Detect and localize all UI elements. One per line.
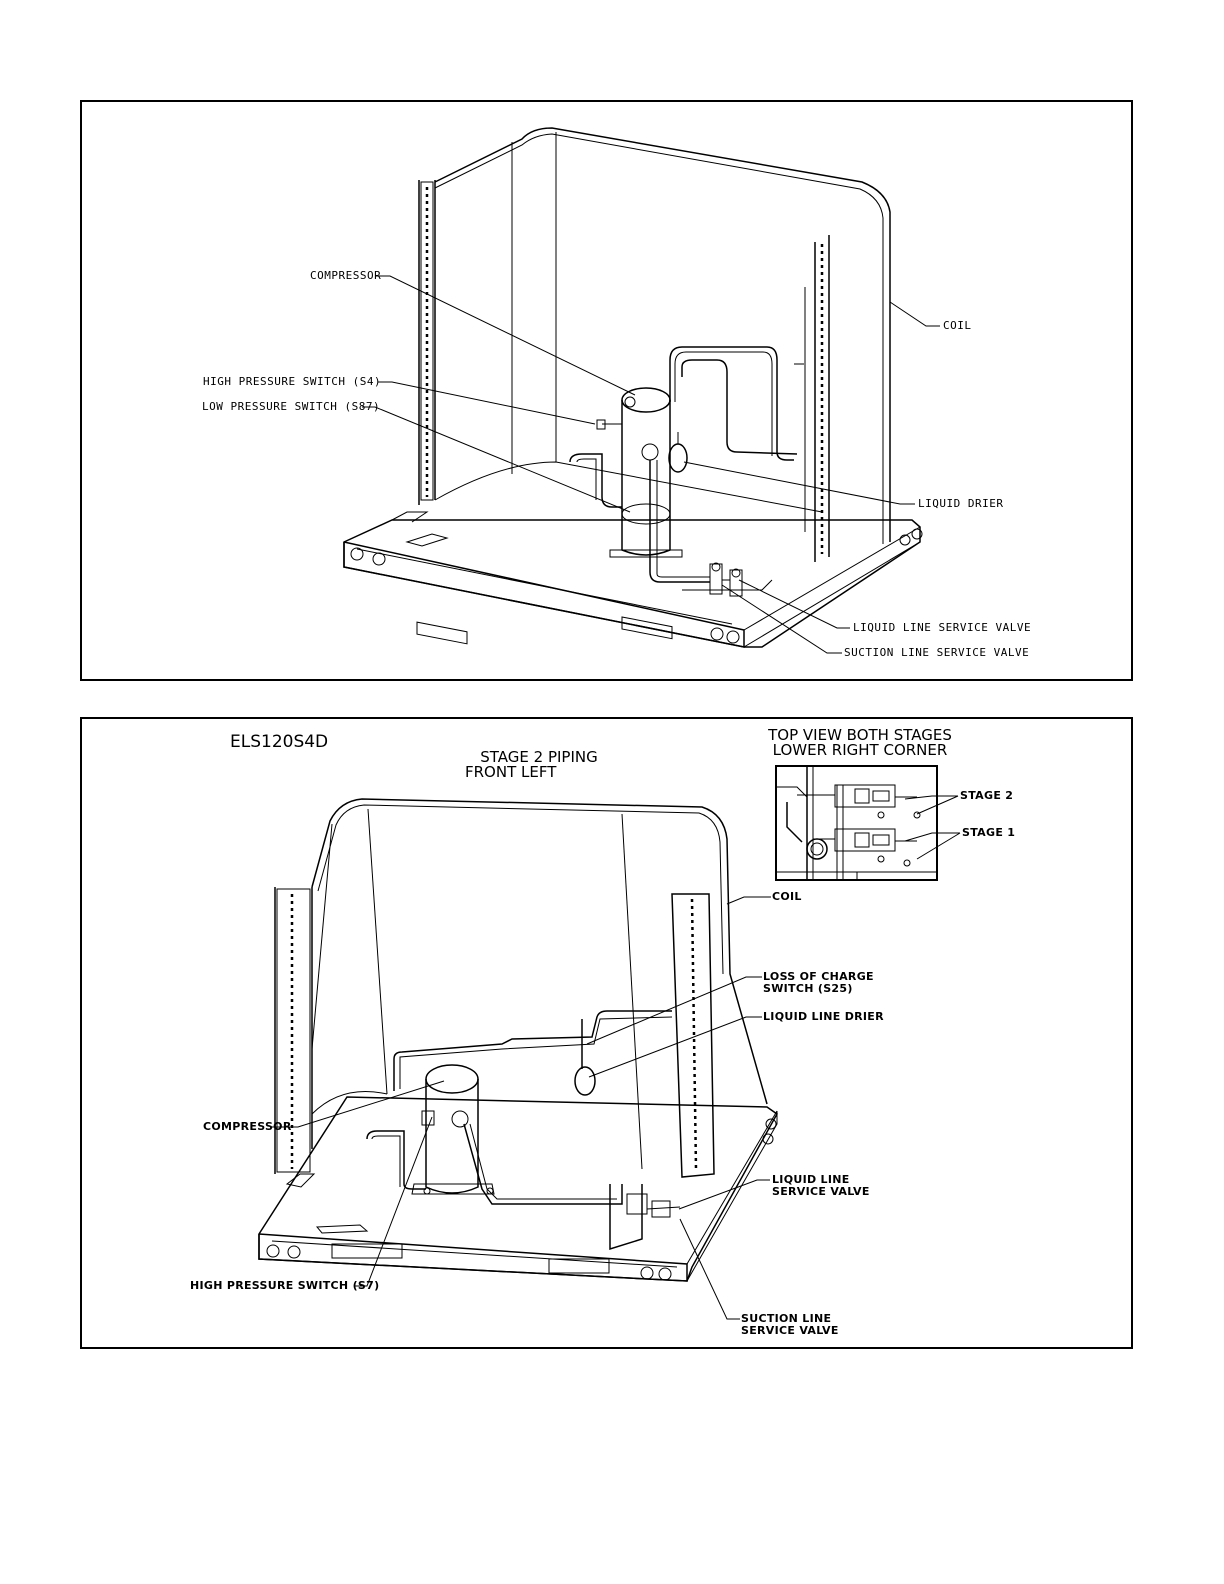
bottom-piping <box>366 1010 681 1251</box>
top-compressor <box>609 387 683 558</box>
high-pressure-switch-label: HIGH PRESSURE SWITCH (S4) <box>203 375 382 388</box>
liquid-line-drier-label: LIQUID LINE DRIER <box>763 1010 884 1023</box>
bottom-coil-label: COIL <box>772 890 802 903</box>
inset-stage-2-label: STAGE 2 <box>960 789 1014 802</box>
bottom-high-pressure-switch-label: HIGH PRESSURE SWITCH (S7) <box>190 1279 380 1292</box>
model-title: ELS120S4D <box>230 732 329 752</box>
loss-of-charge-label-line1: LOSS OF CHARGE <box>763 970 874 983</box>
suction-line-service-valve-label: SUCTION LINE SERVICE VALVE <box>844 646 1030 659</box>
top-base-pan <box>343 511 923 648</box>
inset-title-line2: LOWER RIGHT CORNER <box>772 741 948 759</box>
top-unit-drawing <box>343 127 940 654</box>
compressor-label: COMPRESSOR <box>310 269 382 282</box>
bottom-coil <box>274 798 768 1178</box>
suction-line-service-valve-label-line1: SUCTION LINE <box>741 1312 832 1325</box>
coil-label: COIL <box>943 319 972 332</box>
bottom-base-pan <box>258 1096 778 1282</box>
suction-line-service-valve-label-line2: SERVICE VALVE <box>741 1324 839 1337</box>
inset-title-line1: TOP VIEW BOTH STAGES <box>768 726 952 744</box>
liquid-line-service-valve-label: LIQUID LINE SERVICE VALVE <box>853 621 1032 634</box>
piping-title-line1: STAGE 2 PIPING <box>480 748 598 766</box>
piping-title-line2: FRONT LEFT <box>465 763 557 781</box>
bottom-compressor-label: COMPRESSOR <box>203 1120 292 1133</box>
top-coil <box>418 127 891 562</box>
low-pressure-switch-label: LOW PRESSURE SWITCH (S87) <box>202 400 381 413</box>
liquid-line-service-valve-label-line2: SERVICE VALVE <box>772 1185 870 1198</box>
bottom-unit-drawing <box>258 798 778 1320</box>
inset-stage-1-label: STAGE 1 <box>962 826 1016 839</box>
top-service-valves <box>682 562 773 597</box>
loss-of-charge-label-line2: SWITCH (S25) <box>763 982 853 995</box>
bottom-compressor <box>411 1064 495 1195</box>
inset-leader-lines <box>904 795 961 860</box>
bottom-leader-lines <box>270 896 771 1320</box>
inset-top-view-drawing <box>777 767 936 879</box>
liquid-line-service-valve-label-line1: LIQUID LINE <box>772 1173 850 1186</box>
top-diagram-panel: COMPRESSOR HIGH PRESSURE SWITCH (S4) LOW… <box>80 100 1133 681</box>
liquid-drier-label: LIQUID DRIER <box>918 497 1004 510</box>
bottom-diagram-panel: ELS120S4D STAGE 2 PIPING FRONT LEFT TOP … <box>80 717 1133 1349</box>
inset-top-view <box>775 765 938 881</box>
top-piping <box>569 346 804 583</box>
top-leader-lines <box>362 275 940 654</box>
